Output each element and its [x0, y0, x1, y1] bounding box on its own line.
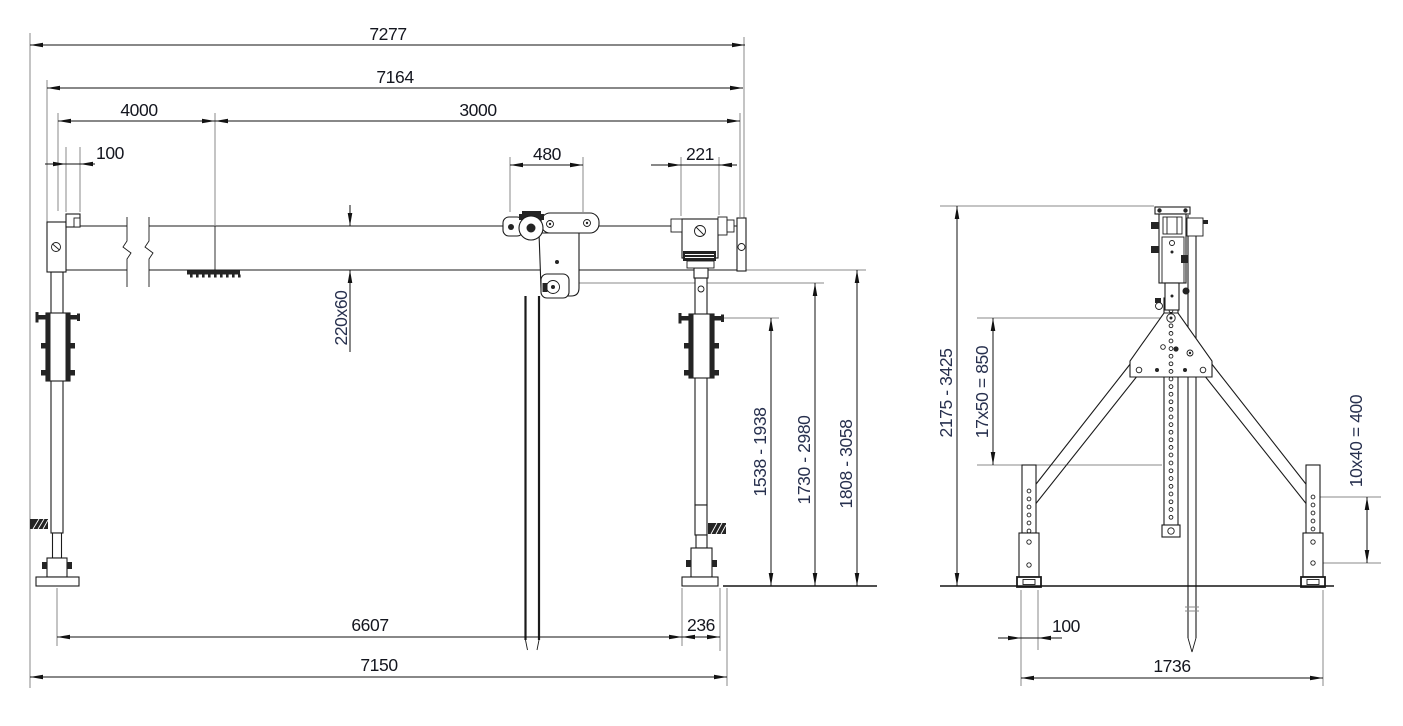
- girder-beam: [47, 217, 746, 287]
- left-foot-post: [1016, 464, 1042, 588]
- mast-holes: [1168, 300, 1174, 520]
- winch-assembly: [1151, 206, 1208, 311]
- dim-label-6607: 6607: [351, 615, 388, 635]
- dim-beam-length: 7164: [47, 67, 743, 91]
- dim-label-1736: 1736: [1153, 656, 1190, 676]
- dim-base-offset-236: 236: [682, 615, 720, 640]
- dim-label-7164: 7164: [376, 67, 414, 87]
- mast-rail: [1185, 215, 1199, 653]
- right-foot-post: [1300, 464, 1326, 588]
- dim-base-span-6607: 6607: [57, 615, 682, 640]
- left-a-frame-leg: [1021, 362, 1139, 512]
- dim-label-100: 100: [96, 143, 125, 163]
- dim-trolley-480: 480: [510, 144, 583, 168]
- dim-label-236: 236: [687, 615, 715, 635]
- dim-label-foot-100: 100: [1052, 616, 1081, 636]
- dim-label-height: 2175 - 3425: [936, 348, 956, 437]
- dim-label-7277: 7277: [369, 24, 406, 44]
- end-stop-bracket: [670, 216, 735, 269]
- dim-base-overall-7150: 7150: [30, 655, 727, 680]
- hoist-chain: [524, 296, 541, 651]
- side-extension-lines: [940, 205, 1381, 686]
- dim-label-h1: 1538 - 1938: [750, 407, 770, 496]
- left-post-foot: [35, 557, 80, 587]
- dim-label-221: 221: [686, 144, 714, 164]
- beam-break-symbol: [122, 217, 154, 287]
- dim-mast-holes-850: 17x50 = 850: [972, 318, 996, 465]
- right-post-stop-block: [708, 522, 727, 535]
- left-post-stop-block: [30, 518, 49, 530]
- side-view: 2175 - 3425 17x50 = 850 10x40 = 400 100 …: [936, 205, 1381, 686]
- right-post-foot: [681, 534, 719, 587]
- left-post-clamp: [35, 312, 80, 382]
- dim-label-220x60: 220x60: [331, 290, 351, 346]
- beam-rack-teeth: [187, 270, 241, 278]
- dim-span-3000: 3000: [215, 100, 740, 124]
- dim-leg-holes-400: 10x40 = 400: [1346, 394, 1370, 563]
- dim-height-1808-3058: 1808 - 3058: [836, 270, 860, 586]
- right-a-frame-leg: [1203, 362, 1321, 512]
- trolley-wheel: [518, 215, 544, 241]
- dim-label-mast-holes: 17x50 = 850: [972, 345, 992, 438]
- dim-label-leg-holes: 10x40 = 400: [1346, 394, 1366, 487]
- dim-width-1736: 1736: [1021, 656, 1323, 681]
- dim-end-offset-100: 100: [45, 143, 125, 167]
- dim-height-2175-3425: 2175 - 3425: [936, 206, 960, 586]
- gusset-plate: [1129, 312, 1213, 378]
- chain-hoist-trolley: [502, 211, 600, 651]
- right-support-post: [670, 216, 747, 587]
- right-foot-pad: [1300, 576, 1326, 588]
- dim-label-h3: 1808 - 3058: [836, 419, 856, 508]
- trolley-top-cap: [519, 211, 544, 220]
- dim-label-480: 480: [533, 144, 562, 164]
- beam-end-cap: [736, 217, 747, 272]
- left-support-post: [30, 213, 81, 587]
- dim-beam-profile: 220x60: [331, 205, 353, 352]
- dim-label-3000: 3000: [459, 100, 497, 120]
- dim-height-1538-1938: 1538 - 1938: [750, 318, 774, 586]
- left-foot-pad: [1016, 576, 1042, 588]
- dim-foot-100: 100: [998, 616, 1081, 641]
- dim-height-1730-2980: 1730 - 2980: [794, 283, 818, 586]
- dim-label-7150: 7150: [360, 655, 398, 675]
- dim-overall-top: 7277: [30, 24, 745, 48]
- dim-label-4000: 4000: [120, 100, 158, 120]
- front-view: 7277 7164 4000 3000 100 480: [29, 24, 877, 688]
- front-extension-lines: [29, 33, 877, 688]
- right-post-clamp: [678, 313, 724, 379]
- dim-label-h2: 1730 - 2980: [794, 415, 814, 505]
- trolley-pulley: [540, 273, 570, 299]
- dim-bracket-221: 221: [651, 144, 737, 168]
- dim-span-4000: 4000: [58, 100, 215, 124]
